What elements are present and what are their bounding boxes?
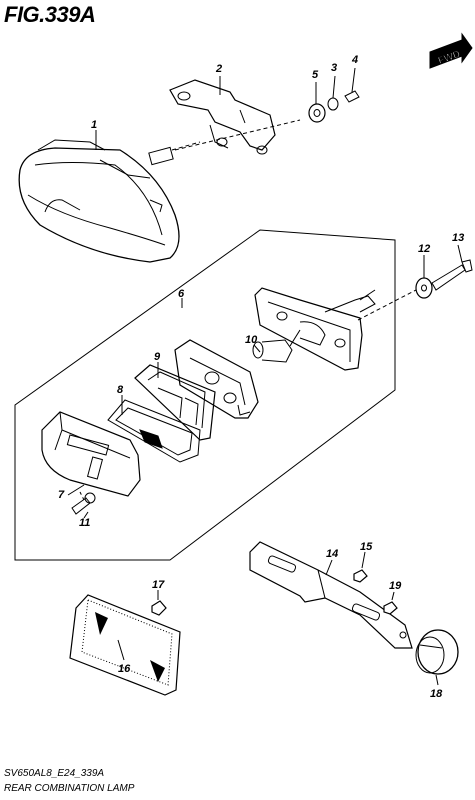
figure-title: FIG.339A: [4, 2, 96, 27]
callout-16: 16: [118, 663, 131, 675]
tail-lens: [41, 411, 141, 497]
rect-reflector: [69, 594, 181, 696]
assembly-line-1: [174, 119, 301, 151]
lamp-housing: [134, 364, 216, 441]
callout-15: 15: [360, 541, 373, 553]
collar: [327, 97, 339, 111]
callout-7: 7: [58, 489, 65, 501]
wire-lead: [289, 329, 301, 347]
leader-lines: [67, 67, 463, 686]
figure-code: SV650AL8_E24_339A: [4, 768, 105, 779]
assembly-line-3: [79, 491, 85, 501]
callout-3: 3: [331, 62, 337, 74]
round-reflector: [415, 629, 459, 675]
bolt-4: [344, 90, 360, 103]
callout-4: 4: [351, 54, 358, 66]
nut-15: [353, 569, 368, 583]
grommet: [308, 103, 326, 123]
callout-5: 5: [312, 69, 319, 81]
lamp-subassembly-frame: [14, 229, 396, 561]
bulb-socket: [174, 339, 293, 419]
callout-19: 19: [389, 580, 402, 592]
callout-13: 13: [452, 232, 464, 244]
nut-17: [151, 600, 167, 616]
callout-8: 8: [117, 384, 124, 396]
callout-2: 2: [215, 63, 222, 75]
screw-11: [71, 492, 96, 515]
tail-lamp-assembly: [18, 139, 201, 263]
screw-13: [431, 259, 473, 291]
callout-11: 11: [79, 517, 90, 529]
forward-arrow-icon: FWD: [429, 32, 473, 69]
callout-1: 1: [91, 119, 97, 131]
assembly-line-2: [357, 289, 417, 321]
plate-bracket: [249, 541, 413, 649]
nut-19: [383, 601, 398, 615]
washer: [415, 277, 433, 299]
callout-14: 14: [326, 548, 338, 560]
callout-10: 10: [245, 334, 258, 346]
callout-6: 6: [178, 288, 185, 300]
callout-9: 9: [154, 351, 161, 363]
figure-caption: REAR COMBINATION LAMP: [4, 783, 135, 794]
lamp-bracket: [169, 79, 276, 155]
callout-18: 18: [430, 688, 443, 700]
mount-plate: [254, 287, 376, 371]
callout-12: 12: [418, 243, 430, 255]
callout-17: 17: [152, 579, 165, 591]
